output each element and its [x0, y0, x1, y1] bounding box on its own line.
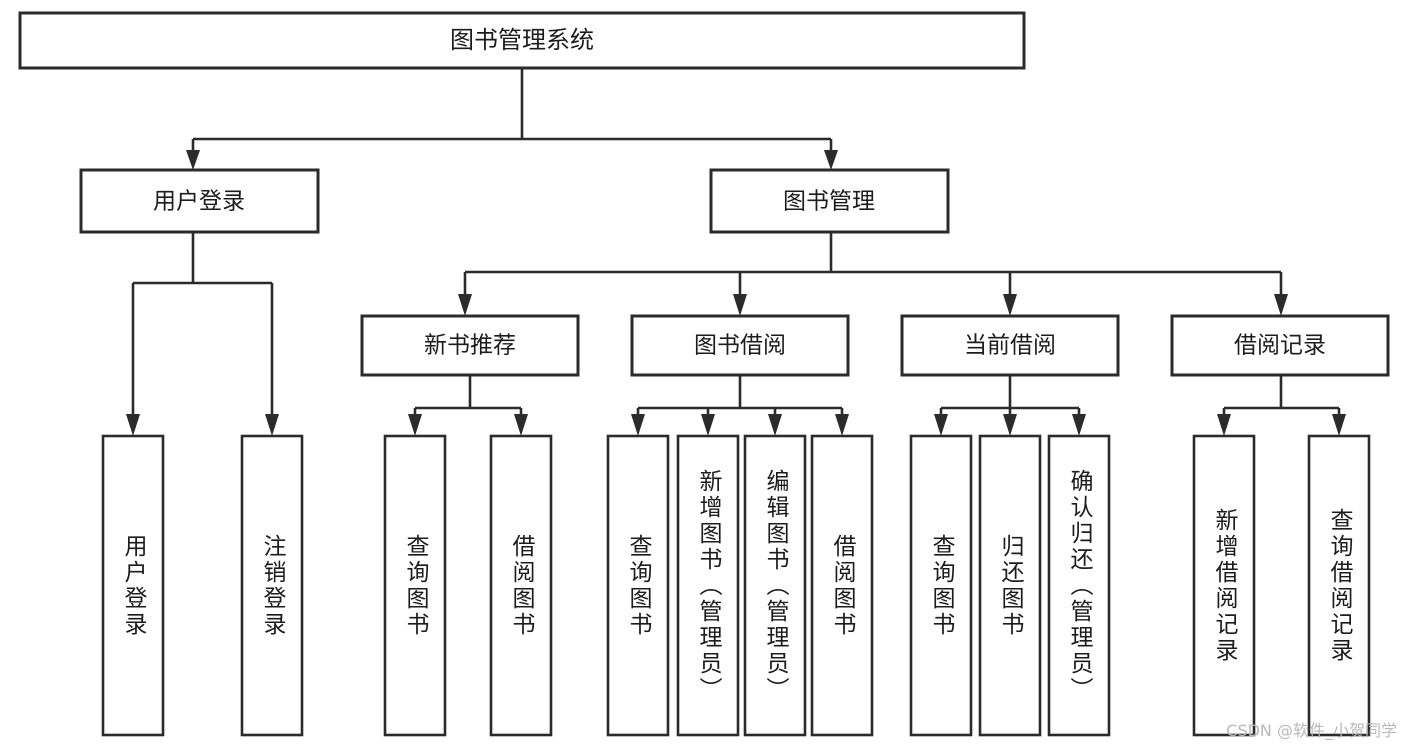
node-leaf-query-book-current-box[interactable]	[909, 434, 973, 737]
node-leaf-add-record-label: 新增借阅记录	[1211, 508, 1239, 664]
node-leaf-add-book-label: 新增图书（管理员）	[695, 469, 723, 703]
node-leaf-query-book-borrow-box[interactable]	[606, 434, 670, 737]
node-borrow-record[interactable]: 借阅记录	[1170, 314, 1390, 377]
node-leaf-borrow-book-rec-box[interactable]	[489, 434, 553, 737]
node-leaf-user-login-label: 用户登录	[120, 534, 148, 638]
arrow-leaf-return-book	[1003, 414, 1017, 436]
node-leaf-return-book-box[interactable]	[978, 434, 1042, 737]
node-leaf-user-logout-box[interactable]	[240, 434, 304, 737]
node-new-book-rec-box[interactable]	[360, 314, 580, 377]
node-leaf-add-book-box[interactable]	[676, 434, 740, 737]
node-book-manage[interactable]: 图书管理	[709, 168, 950, 234]
node-root-label: 图书管理系统	[450, 26, 594, 54]
arrow-borrow-record	[1274, 294, 1288, 316]
node-leaf-query-book-rec-label: 查询图书	[402, 534, 430, 638]
node-leaf-borrow-book[interactable]: 借阅图书	[810, 434, 874, 737]
node-user-login[interactable]: 用户登录	[79, 168, 320, 234]
node-leaf-query-record-box[interactable]	[1307, 434, 1371, 737]
arrow-leaf-add-record	[1217, 414, 1231, 436]
arrow-leaf-query-record	[1332, 414, 1346, 436]
arrow-leaf-user-logout	[265, 414, 279, 436]
node-leaf-borrow-book-rec[interactable]: 借阅图书	[489, 434, 553, 737]
node-leaf-add-record[interactable]: 新增借阅记录	[1192, 434, 1256, 737]
arrow-user-login	[186, 150, 200, 170]
node-leaf-add-record-box[interactable]	[1192, 434, 1256, 737]
node-current-borrow-label: 当前借阅	[964, 333, 1056, 359]
node-leaf-user-logout-label: 注销登录	[259, 534, 287, 638]
node-leaf-user-login[interactable]: 用户登录	[101, 434, 165, 737]
arrow-book-borrow	[733, 294, 747, 316]
arrow-leaf-edit-book	[768, 414, 782, 436]
node-book-borrow[interactable]: 图书借阅	[630, 314, 850, 377]
node-leaf-return-book[interactable]: 归还图书	[978, 434, 1042, 737]
node-leaf-borrow-book-box[interactable]	[810, 434, 874, 737]
arrow-leaf-confirm-return	[1072, 414, 1086, 436]
node-leaf-edit-book-box[interactable]	[743, 434, 807, 737]
arrow-leaf-borrow-book-rec	[514, 414, 528, 436]
arrow-book-manage	[824, 150, 838, 170]
node-current-borrow-box[interactable]	[900, 314, 1120, 377]
arrow-leaf-query-book-rec	[408, 414, 422, 436]
node-user-login-box[interactable]	[79, 168, 320, 234]
node-leaf-query-book-rec-box[interactable]	[383, 434, 447, 737]
node-leaf-query-book-borrow-label: 查询图书	[625, 534, 653, 638]
node-book-manage-label: 图书管理	[783, 189, 875, 215]
node-book-manage-box[interactable]	[709, 168, 950, 234]
node-leaf-user-logout[interactable]: 注销登录	[240, 434, 304, 737]
node-current-borrow[interactable]: 当前借阅	[900, 314, 1120, 377]
node-new-book-rec[interactable]: 新书推荐	[360, 314, 580, 377]
arrow-new-book-rec	[458, 294, 472, 316]
node-borrow-record-box[interactable]	[1170, 314, 1390, 377]
node-leaf-query-book-borrow[interactable]: 查询图书	[606, 434, 670, 737]
arrow-leaf-query-book-current	[934, 414, 948, 436]
node-leaf-return-book-label: 归还图书	[997, 534, 1025, 638]
node-leaf-borrow-book-label: 借阅图书	[829, 534, 857, 638]
node-leaf-edit-book[interactable]: 编辑图书（管理员）	[743, 434, 807, 737]
node-leaf-edit-book-label: 编辑图书（管理员）	[762, 469, 790, 703]
node-leaf-confirm-return-label: 确认归还（管理员）	[1066, 469, 1094, 703]
node-leaf-query-record[interactable]: 查询借阅记录	[1307, 434, 1371, 737]
arrow-leaf-borrow-book	[835, 414, 849, 436]
node-leaf-query-book-rec[interactable]: 查询图书	[383, 434, 447, 737]
node-root[interactable]: 图书管理系统	[18, 11, 1026, 70]
node-leaf-query-book-current[interactable]: 查询图书	[909, 434, 973, 737]
node-leaf-confirm-return[interactable]: 确认归还（管理员）	[1047, 434, 1111, 737]
node-leaf-add-book[interactable]: 新增图书（管理员）	[676, 434, 740, 737]
node-borrow-record-label: 借阅记录	[1234, 333, 1326, 359]
arrow-leaf-add-book	[701, 414, 715, 436]
node-leaf-query-record-label: 查询借阅记录	[1326, 508, 1354, 664]
node-book-borrow-label: 图书借阅	[694, 333, 786, 359]
node-leaf-confirm-return-box[interactable]	[1047, 434, 1111, 737]
node-leaf-query-book-current-label: 查询图书	[928, 534, 956, 638]
node-leaf-borrow-book-rec-label: 借阅图书	[508, 534, 536, 638]
arrow-current-borrow	[1003, 294, 1017, 316]
node-leaf-user-login-box[interactable]	[101, 434, 165, 737]
arrow-leaf-query-book-borrow	[631, 414, 645, 436]
edge-group	[126, 68, 1346, 436]
node-user-login-label: 用户登录	[153, 189, 245, 215]
arrow-leaf-user-login	[126, 414, 140, 436]
node-root-box[interactable]	[18, 11, 1026, 70]
node-new-book-rec-label: 新书推荐	[424, 333, 516, 359]
node-book-borrow-box[interactable]	[630, 314, 850, 377]
